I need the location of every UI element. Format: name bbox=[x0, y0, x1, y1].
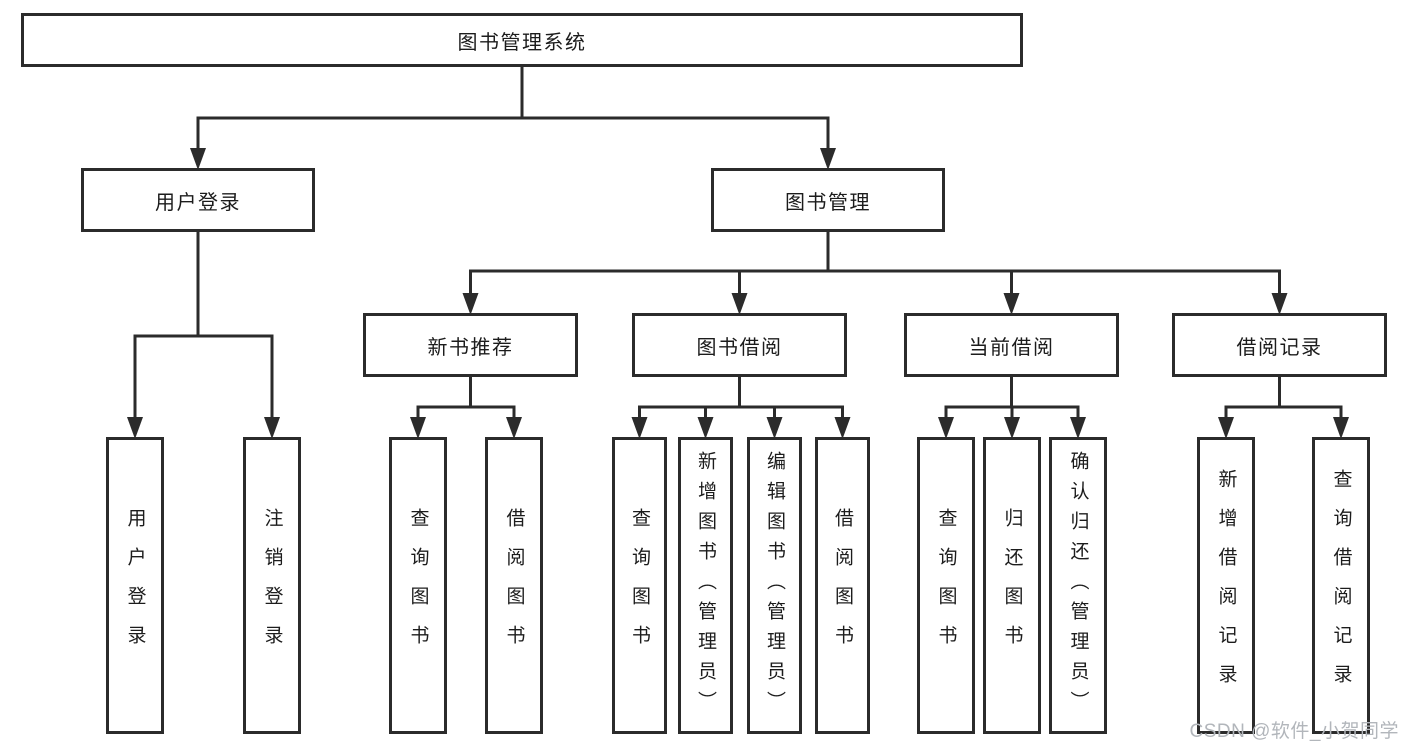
leaf-borrow-books-1: 借阅图书 bbox=[485, 437, 543, 734]
leaf-query-borrow-record: 查询借阅记录 bbox=[1312, 437, 1370, 734]
arrowhead-icon bbox=[1218, 417, 1234, 439]
arrowhead-icon bbox=[697, 417, 714, 439]
arrowhead-icon bbox=[1070, 417, 1086, 439]
leaf-edit-books-admin-label: 编辑图书（管理员） bbox=[764, 450, 785, 721]
leaf-query-borrow-record-label: 查询借阅记录 bbox=[1330, 468, 1352, 703]
arrowhead-icon bbox=[1333, 417, 1349, 439]
leaf-logout-label: 注销登录 bbox=[261, 507, 283, 664]
arrowhead-icon bbox=[506, 417, 522, 439]
arrowhead-icon bbox=[264, 417, 280, 439]
arrowhead-icon bbox=[820, 148, 836, 170]
leaf-query-books-2: 查询图书 bbox=[612, 437, 667, 734]
node-user-login: 用户登录 bbox=[81, 168, 315, 232]
arrowhead-icon bbox=[834, 417, 851, 439]
node-user-login-label: 用户登录 bbox=[155, 191, 241, 214]
leaf-edit-books-admin: 编辑图书（管理员） bbox=[747, 437, 802, 734]
arrowhead-icon bbox=[462, 293, 479, 315]
arrowhead-icon bbox=[1004, 417, 1020, 439]
node-book-borrowing: 图书借阅 bbox=[632, 313, 847, 377]
leaf-query-books-2-label: 查询图书 bbox=[629, 507, 650, 664]
arrowhead-icon bbox=[1271, 293, 1288, 315]
leaf-add-books-admin-label: 新增图书（管理员） bbox=[695, 450, 716, 721]
arrowhead-icon bbox=[190, 148, 206, 170]
node-borrowing-records-label: 借阅记录 bbox=[1236, 336, 1323, 359]
arrowhead-icon bbox=[938, 417, 954, 439]
leaf-user-login: 用户登录 bbox=[106, 437, 164, 734]
node-current-borrowing: 当前借阅 bbox=[904, 313, 1119, 377]
leaf-add-borrow-record: 新增借阅记录 bbox=[1197, 437, 1255, 734]
node-book-borrowing-label: 图书借阅 bbox=[696, 336, 783, 359]
arrowhead-icon bbox=[766, 417, 783, 439]
leaf-add-borrow-record-label: 新增借阅记录 bbox=[1215, 468, 1237, 703]
leaf-user-login-label: 用户登录 bbox=[124, 507, 146, 664]
arrowhead-icon bbox=[631, 417, 648, 439]
leaf-add-books-admin: 新增图书（管理员） bbox=[678, 437, 733, 734]
leaf-query-books-1: 查询图书 bbox=[389, 437, 447, 734]
node-new-book-recommend: 新书推荐 bbox=[363, 313, 578, 377]
csdn-watermark: CSDN @软件_小贺同学 bbox=[1189, 721, 1399, 742]
leaf-confirm-return-admin: 确认归还（管理员） bbox=[1049, 437, 1107, 734]
node-book-management: 图书管理 bbox=[711, 168, 945, 232]
node-borrowing-records: 借阅记录 bbox=[1172, 313, 1387, 377]
leaf-query-books-3-label: 查询图书 bbox=[935, 507, 957, 664]
leaf-confirm-return-admin-label: 确认归还（管理员） bbox=[1067, 450, 1089, 721]
leaf-query-books-1-label: 查询图书 bbox=[407, 507, 429, 664]
arrowhead-icon bbox=[127, 417, 143, 439]
leaf-return-books-label: 归还图书 bbox=[1001, 507, 1023, 664]
leaf-logout: 注销登录 bbox=[243, 437, 301, 734]
leaf-borrow-books-1-label: 借阅图书 bbox=[503, 507, 525, 664]
leaf-borrow-books-2: 借阅图书 bbox=[815, 437, 870, 734]
node-current-borrowing-label: 当前借阅 bbox=[968, 336, 1055, 359]
node-library-management-system: 图书管理系统 bbox=[21, 13, 1023, 67]
node-library-management-system-label: 图书管理系统 bbox=[457, 31, 587, 54]
node-book-management-label: 图书管理 bbox=[785, 191, 871, 214]
leaf-query-books-3: 查询图书 bbox=[917, 437, 975, 734]
arrowhead-icon bbox=[1003, 293, 1020, 315]
node-new-book-recommend-label: 新书推荐 bbox=[427, 336, 514, 359]
leaf-borrow-books-2-label: 借阅图书 bbox=[832, 507, 853, 664]
leaf-return-books: 归还图书 bbox=[983, 437, 1041, 734]
arrowhead-icon bbox=[731, 293, 748, 315]
arrowhead-icon bbox=[410, 417, 426, 439]
